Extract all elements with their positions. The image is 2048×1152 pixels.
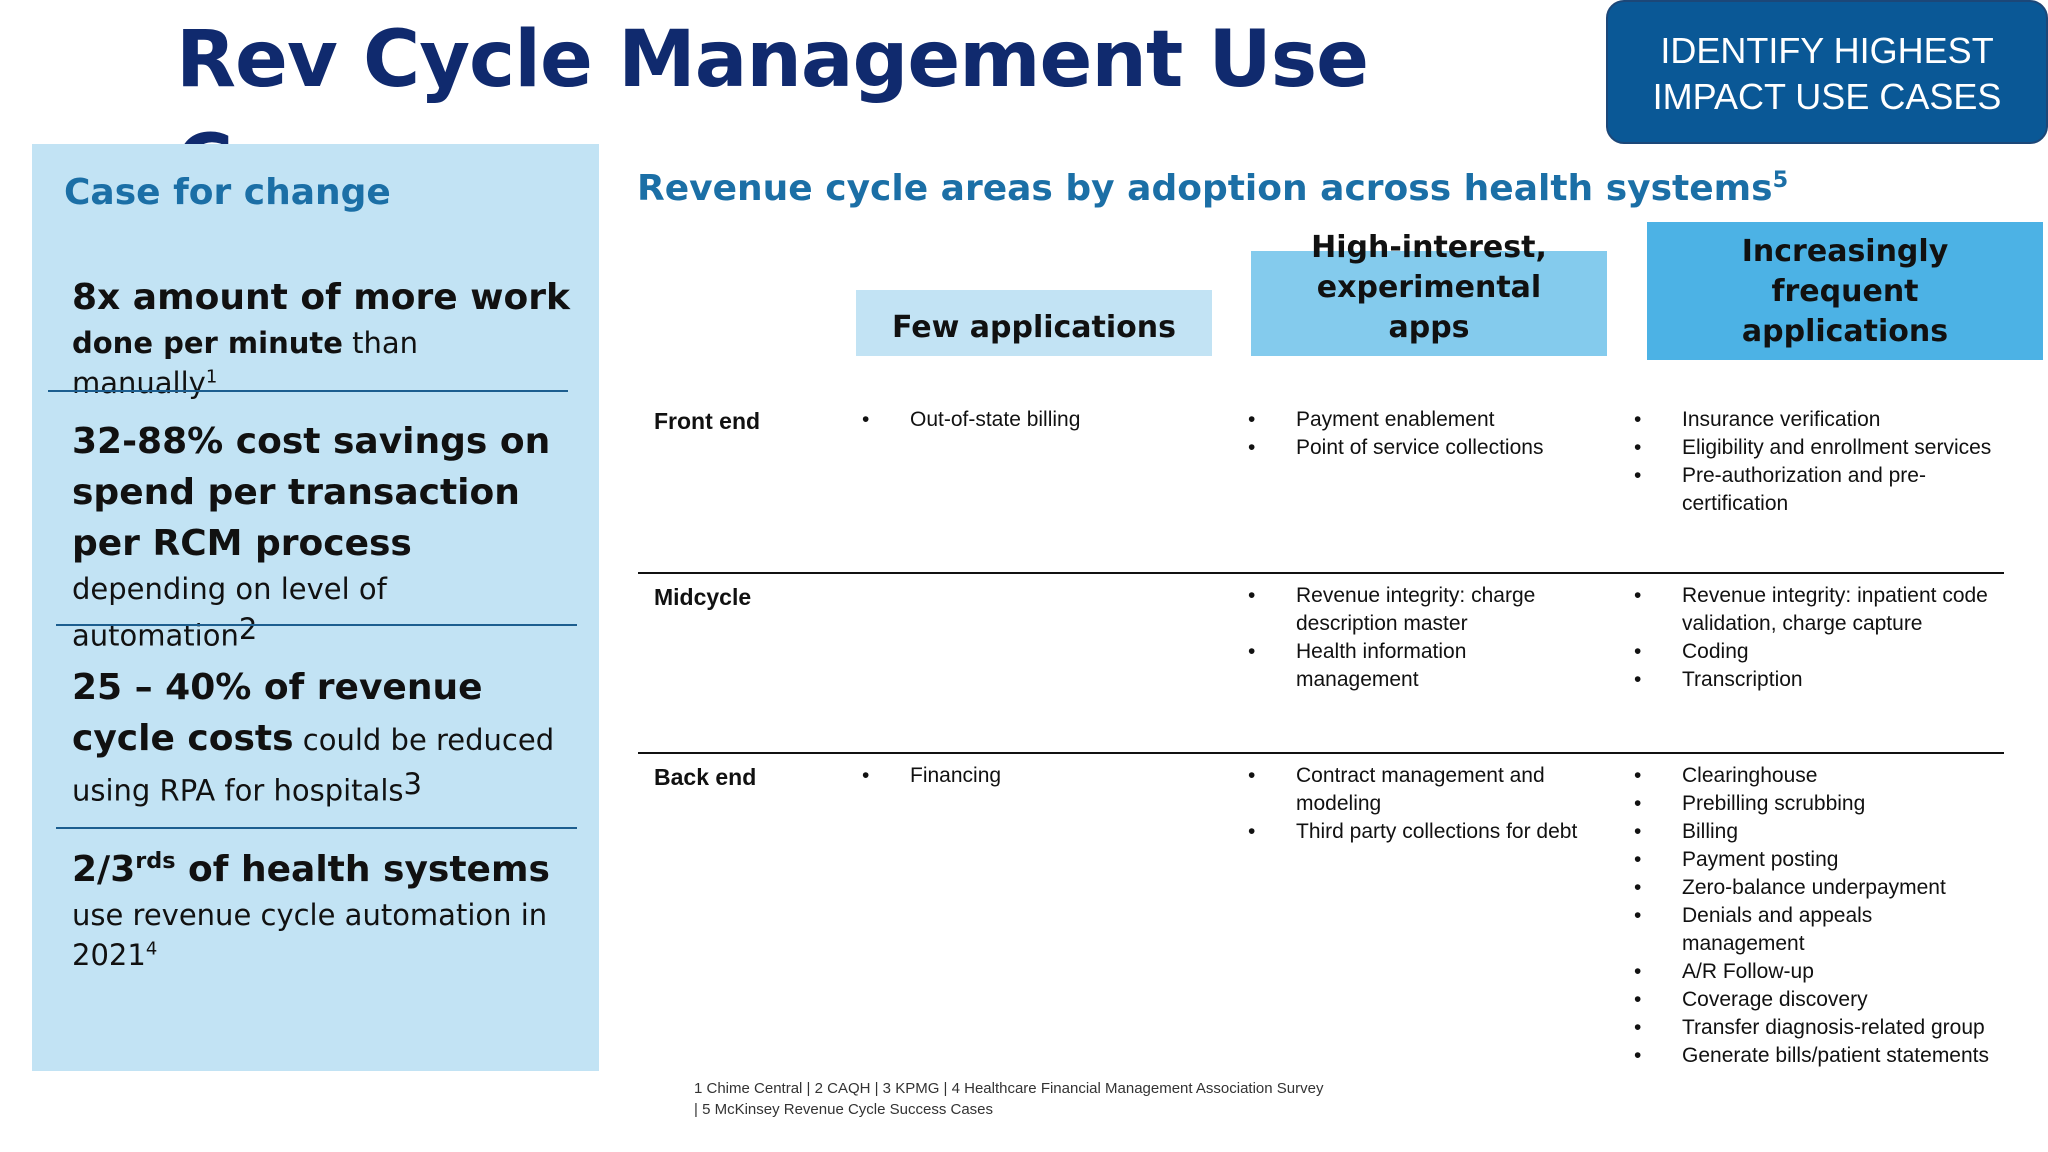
column-header-experimental: High-interest, experimental apps (1251, 230, 1607, 356)
divider (56, 624, 577, 626)
list-item: Revenue integrity: charge description ma… (1244, 582, 1594, 638)
stat-work-per-minute: 8x amount of more work done per minute t… (72, 277, 570, 400)
row-divider (638, 752, 2004, 754)
list-item: Third party collections for debt (1244, 818, 1594, 846)
cell-midcycle-experimental: Revenue integrity: charge description ma… (1244, 582, 1594, 694)
stat-health-systems: 2/3rds of health systems use revenue cyc… (72, 848, 550, 972)
row-label-midcycle: Midcycle (654, 584, 752, 610)
cell-front-end-frequent: Insurance verification Eligibility and e… (1630, 406, 2000, 518)
list-item: Insurance verification (1630, 406, 2000, 434)
cell-back-end-few: Financing (858, 762, 1198, 790)
list-item: Prebilling scrubbing (1630, 790, 2000, 818)
case-for-change-panel: Case for change 8x amount of more work d… (32, 144, 599, 1071)
cell-back-end-frequent: Clearinghouse Prebilling scrubbing Billi… (1630, 762, 2000, 1070)
column-header-frequent: Increasingly frequent applications (1647, 222, 2043, 360)
list-item: Revenue integrity: inpatient code valida… (1630, 582, 2000, 638)
row-label-front-end: Front end (654, 408, 761, 434)
list-item: A/R Follow-up (1630, 958, 2000, 986)
row-label-back-end: Back end (654, 764, 757, 790)
table-heading: Revenue cycle areas by adoption across h… (637, 167, 1789, 209)
case-for-change-heading: Case for change (64, 172, 391, 213)
list-item: Contract management and modeling (1244, 762, 1594, 818)
list-item: Denials and appeals management (1630, 902, 2000, 958)
stat-revenue-costs: 25 – 40% of revenue cycle costs could be… (72, 667, 555, 808)
list-item: Billing (1630, 818, 2000, 846)
list-item: Clearinghouse (1630, 762, 2000, 790)
list-item: Point of service collections (1244, 434, 1594, 462)
list-item: Transcription (1630, 666, 2000, 694)
list-item: Out-of-state billing (858, 406, 1198, 434)
cell-front-end-few: Out-of-state billing (858, 406, 1198, 434)
divider (56, 827, 577, 829)
stat-cost-savings: 32-88% cost savings on spend per transac… (72, 421, 551, 653)
column-header-few: Few applications (856, 290, 1212, 356)
divider (48, 390, 568, 392)
list-item: Pre-authorization and pre-certification (1630, 462, 2000, 518)
list-item: Health information management (1244, 638, 1594, 694)
list-item: Coverage discovery (1630, 986, 2000, 1014)
list-item: Payment enablement (1244, 406, 1594, 434)
list-item: Coding (1630, 638, 2000, 666)
cell-front-end-experimental: Payment enablement Point of service coll… (1244, 406, 1594, 462)
list-item: Generate bills/patient statements (1630, 1042, 2000, 1070)
cell-back-end-experimental: Contract management and modeling Third p… (1244, 762, 1594, 846)
impact-badge: IDENTIFY HIGHEST IMPACT USE CASES (1606, 0, 2048, 144)
list-item: Payment posting (1630, 846, 2000, 874)
list-item: Transfer diagnosis-related group (1630, 1014, 2000, 1042)
list-item: Eligibility and enrollment services (1630, 434, 2000, 462)
row-divider (638, 572, 2004, 574)
list-item: Zero-balance underpayment (1630, 874, 2000, 902)
cell-midcycle-frequent: Revenue integrity: inpatient code valida… (1630, 582, 2000, 694)
list-item: Financing (858, 762, 1198, 790)
footnote: 1 Chime Central | 2 CAQH | 3 KPMG | 4 He… (694, 1080, 1324, 1118)
